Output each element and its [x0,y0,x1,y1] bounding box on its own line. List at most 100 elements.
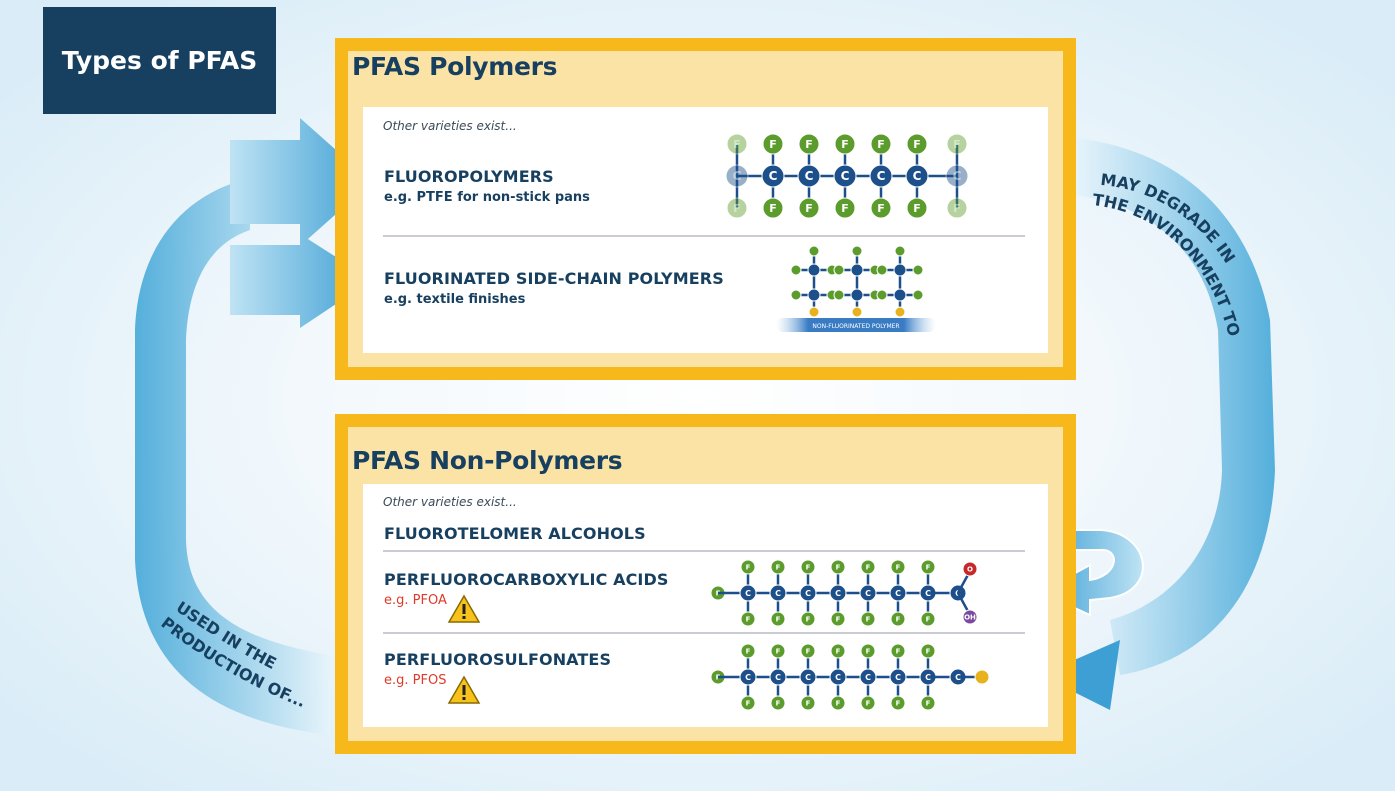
fluorine-atom [740,559,756,575]
fluorine-atom [726,133,748,155]
carbon-atom-label: C [745,673,751,682]
fluorine-atom-label: F [746,564,751,572]
fluorine-atom-label: F [746,700,751,708]
fluorine-atom [860,643,876,659]
fluorine-atom [740,695,756,711]
fluorine-atom-label: F [806,564,811,572]
fluorine-atom-label: F [769,202,777,215]
fluorine-atom-label: F [733,138,741,151]
fluorine-atom-label: F [913,202,921,215]
fluorine-atom-label: F [926,564,931,572]
svg-text:PRODUCTION OF...: PRODUCTION OF... [158,613,309,711]
fluorine-atom [790,289,802,301]
fluorine-atom-label: F [733,202,741,215]
pfos-example: e.g. PFOS [384,673,447,688]
fluorine-atom-label: F [836,648,841,656]
fluorine-atom [920,695,936,711]
carbon-atom [769,668,787,686]
production-label-line2: PRODUCTION OF... [158,613,309,711]
carbon-atom [799,584,817,602]
fluorine-atom [920,611,936,627]
carbon-atom-label: C [895,589,901,598]
carbon-atom [859,668,877,686]
carbon-atom-label: C [841,169,850,183]
carbon-atom [859,584,877,602]
fluorine-atom [870,197,892,219]
fluorine-atom [830,559,846,575]
fluorine-atom [830,695,846,711]
warning-triangle-icon [447,594,481,623]
fluorine-atom [890,695,906,711]
non-polymers-divider-2 [383,632,1025,634]
fluorine-atom [890,611,906,627]
carbon-atom [833,164,857,188]
fluorine-atom [870,133,892,155]
carbon-atom [893,288,907,302]
fluorine-atom-label: F [896,700,901,708]
fluorine-atom-label: F [866,616,871,624]
fluorine-atom-label: F [776,700,781,708]
fluorine-atom [851,245,863,257]
carbon-atom-label: C [835,673,841,682]
carbon-atom-label: C [745,589,751,598]
carbon-atom-label: C [805,589,811,598]
fluorine-atom-label: F [746,648,751,656]
carbon-atom-label: C [775,673,781,682]
warning-triangle-icon [447,675,481,704]
carbon-atom-label: C [877,169,886,183]
left-upper-arrow [230,118,372,246]
fluorine-atom-label: F [877,202,885,215]
carbon-atom-label: C [805,673,811,682]
fluorine-atom [890,643,906,659]
fluorine-atom [770,559,786,575]
carbon-atom-label: C [775,589,781,598]
fluorine-atom-label: F [866,700,871,708]
non-polymers-divider-1 [383,550,1025,552]
fluorine-atom-label: F [896,564,901,572]
fluorine-atom [798,133,820,155]
fluorine-atom-label: F [896,648,901,656]
carbon-atom [829,668,847,686]
fluoropolymers-example: e.g. PTFE for non-stick pans [384,190,590,205]
carbon-atom [807,288,821,302]
polymers-card: Other varieties exist... FLUOROPOLYMERS … [363,107,1048,353]
carbon-atom [739,668,757,686]
fluorine-atom [762,133,784,155]
fluorine-atom-label: F [769,138,777,151]
fluorine-atom [800,611,816,627]
fluorotelomer-heading: FLUOROTELOMER ALCOHOLS [384,524,646,543]
fluorine-atom [740,611,756,627]
fluorine-atom-label: F [776,648,781,656]
backbone-label: NON-FLUORINATED POLYMER [812,323,899,330]
linker-atom [808,306,820,318]
fluorine-atom [890,559,906,575]
non-polymers-card: Other varieties exist... FLUOROTELOMER A… [363,484,1048,727]
sulfonate-atom [974,669,990,685]
carbon-atom-label: C [895,673,901,682]
non-polymers-note: Other varieties exist... [383,495,517,509]
carbon-atom [807,263,821,277]
carbon-atom [769,584,787,602]
carbon-atom [889,668,907,686]
fluorine-atom-label: F [836,616,841,624]
carbon-atom-label: C [865,589,871,598]
fluorine-atom [833,264,845,276]
fluoropolymers-heading: FLUOROPOLYMERS [384,167,554,186]
fluorine-atom [946,133,968,155]
side-chain-example: e.g. textile finishes [384,292,526,307]
carbon-atom [799,668,817,686]
fluorine-atom [800,695,816,711]
carbon-atom [850,263,864,277]
oxygen-atom-label: O [967,566,973,574]
left-cycle-band [135,178,330,735]
carbon-atom [850,288,864,302]
right-cycle-band [1075,138,1275,675]
pfos-heading: PERFLUOROSULFONATES [384,650,612,669]
oxygen-atom [962,561,978,577]
carbon-atom [889,584,907,602]
svg-text:THE ENVIRONMENT TO...: THE ENVIRONMENT TO... [0,0,1244,338]
fluorine-atom-label: F [866,648,871,656]
degrade-label-line2: THE ENVIRONMENT TO... [0,0,1244,338]
carbon-atom-label: C [953,169,962,183]
